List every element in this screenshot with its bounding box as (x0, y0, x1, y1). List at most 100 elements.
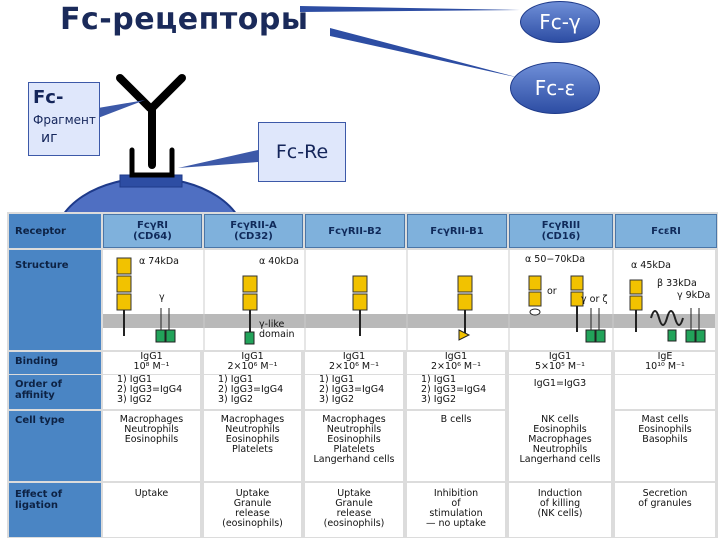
fc-epsilon-oval: Fc-ε (510, 62, 600, 114)
effect-line: — no uptake (426, 518, 486, 529)
header-line1: FcγRII-B2 (328, 225, 382, 237)
note-c5-gamma: γ or ζ (581, 294, 608, 305)
order-line: 1) IgG1 (421, 374, 457, 385)
header-line2: (CD16) (541, 231, 581, 242)
cell-type-line: Macrophages (119, 414, 184, 425)
order-line: 1) IgG1 (218, 374, 254, 385)
fc-re-pointer (178, 150, 258, 168)
binding-k: 2×10⁶ M⁻¹ (431, 361, 481, 372)
cell-type-line: Neutrophils (124, 424, 179, 435)
binding-ig: IgG1 (548, 351, 572, 362)
binding-ig: IgG1 (241, 351, 264, 362)
cell-type-line: Neutrophils (225, 424, 280, 435)
row-label-order: Order of affinity (9, 375, 101, 409)
note-c6-gamma: γ 9kDa (677, 290, 711, 301)
fcgriia-structure (242, 275, 258, 345)
row-label-effect: Effect of ligation (9, 483, 101, 537)
row-label-text: Order of affinity (15, 379, 63, 401)
order-line: 1) IgG1 (117, 374, 153, 385)
fcgri-structure (116, 257, 176, 343)
pointer-line-top (300, 6, 520, 12)
fc-fragment-pointer (98, 100, 145, 118)
row-label-structure: Structure (9, 250, 101, 350)
effect-line: release (235, 508, 270, 519)
receptor-structures (103, 250, 715, 350)
cell-type-line: Neutrophils (326, 424, 382, 435)
binding-ig: IgG1 (140, 351, 163, 362)
effect-line: Granule (335, 498, 373, 509)
slide-title: Fc-рецепторы (60, 2, 309, 37)
order-line: 2) IgG3=IgG4 (218, 384, 284, 395)
note-c6-beta: β 33kDa (657, 278, 697, 289)
header-line1: FcγRII-A (230, 220, 277, 231)
binding-k: 2×10⁶ M⁻¹ (329, 361, 379, 372)
effect-line: of killing (539, 498, 581, 509)
row-label-cell-type: Cell type (9, 411, 101, 481)
header-fcgri: FcγRI(CD64) (103, 214, 202, 248)
cell-type-line: Eosinophils (638, 424, 692, 435)
antibody-icon (116, 74, 186, 178)
effect-line: Secretion (642, 488, 688, 499)
note-c5-alpha: α 50−70kDa (525, 254, 586, 265)
effect-line: Induction (537, 488, 583, 499)
fc-fragment-callout: Fc- Фрагмент иг (28, 82, 100, 156)
note-c1-gamma: γ (159, 292, 165, 303)
binding-ig: IgG1 (444, 351, 468, 362)
effect-line: release (336, 508, 372, 519)
header-line1: FcγRI (137, 220, 168, 231)
cell-type-line: Platelets (333, 444, 375, 455)
row-label-text: Effect of ligation (15, 489, 63, 511)
fc-fragment-sub: Фрагмент (33, 113, 96, 127)
row-label-text: Structure (15, 260, 69, 271)
order-line: 2) IgG3=IgG4 (319, 384, 385, 395)
cell-type-line: Macrophages (322, 414, 386, 425)
effect-line: stimulation (429, 508, 483, 519)
note-c6-alpha: α 45kDa (631, 260, 672, 271)
binding-ig: IgE (657, 351, 673, 362)
fc-fragment-label: Fc- (33, 87, 64, 108)
order-line: IgG1=IgG3 (533, 378, 587, 389)
header-fcgriii: FcγRIII(CD16) (509, 214, 613, 248)
cell-type-line: Mast cells (641, 414, 689, 425)
effect-line: of granules (638, 498, 692, 509)
pointer-line-bottom (330, 28, 520, 78)
fcgriib1-structure (457, 275, 473, 341)
effect-line: Uptake (134, 488, 169, 499)
effect-cell: Uptake (103, 483, 200, 537)
header-line2: (CD64) (133, 231, 172, 242)
effect-line: Uptake (235, 488, 270, 499)
note-c5-or: or (547, 286, 557, 297)
header-line1: FcγRII-B1 (430, 225, 484, 237)
cell-type-line: Platelets (232, 444, 273, 455)
row-label-text: Binding (15, 356, 59, 367)
effect-line: Uptake (337, 488, 371, 499)
fc-fragment-ig: иг (41, 130, 58, 146)
cell-type-cell: B cells (407, 411, 505, 481)
fcgriii-structure (528, 275, 606, 343)
membrane-band (103, 314, 715, 328)
effect-line: Inhibition (433, 488, 479, 499)
header-line2: (CD32) (234, 231, 273, 242)
header-fcgriib2: FcγRII-B2 (305, 214, 405, 248)
header-fcgriib1: FcγRII-B1 (407, 214, 507, 248)
cell-type-line: Eosinophils (124, 434, 179, 445)
fc-re-callout: Fc-Re (258, 122, 346, 182)
binding-k: 5×10⁵ M⁻¹ (535, 361, 585, 372)
order-line: 3) IgG2 (218, 394, 254, 405)
